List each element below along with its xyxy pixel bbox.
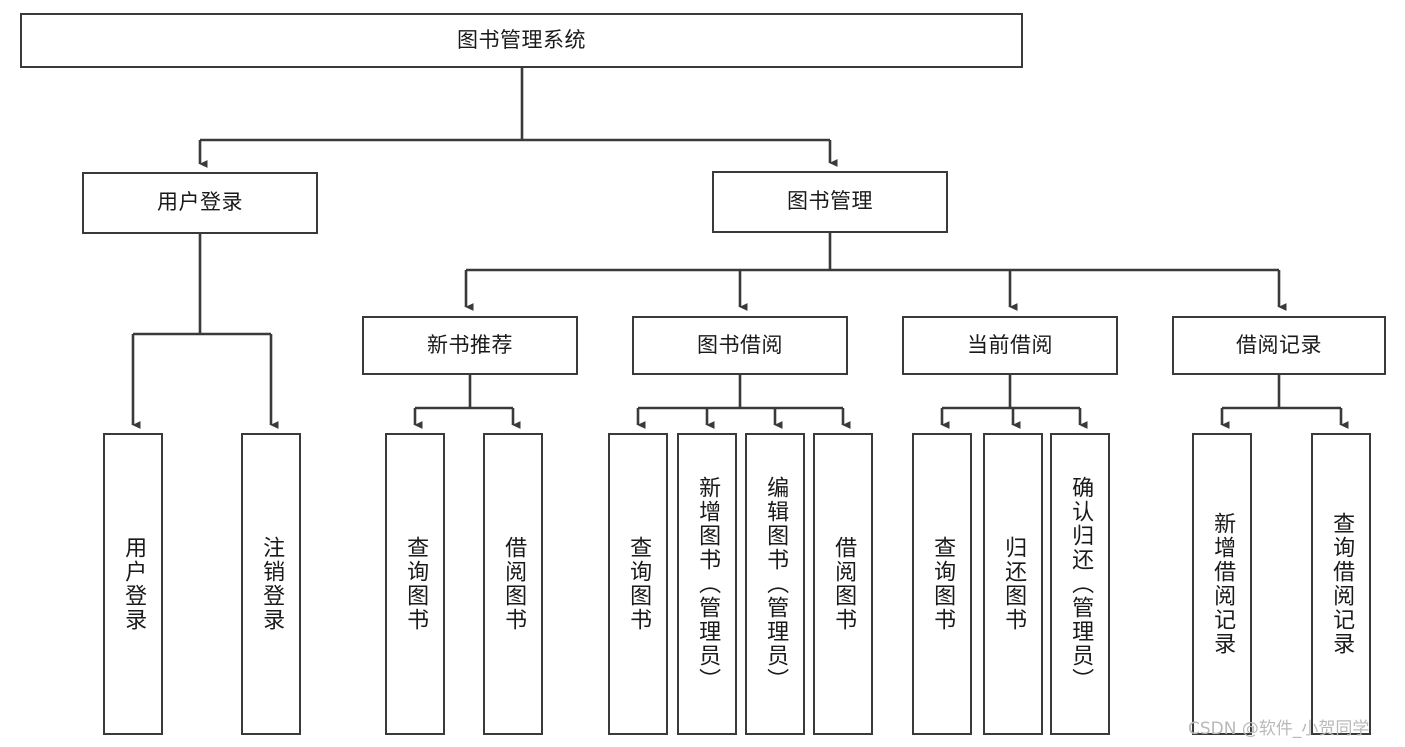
node-root-label: 图书管理系统: [457, 27, 586, 52]
node-user-logout-label: 注销登录: [259, 536, 285, 632]
node-new-book-rec[interactable]: 新书推荐: [362, 316, 578, 375]
node-add-borrow-record-label: 新增借阅记录: [1210, 512, 1236, 656]
node-user-login-do[interactable]: 用户登录: [103, 433, 163, 735]
node-user-login-do-label: 用户登录: [121, 536, 147, 632]
node-query-book-2-label: 查询图书: [626, 536, 652, 632]
node-borrow-book-2[interactable]: 借阅图书: [813, 433, 873, 735]
node-borrow-book-1-label: 借阅图书: [501, 536, 527, 632]
node-user-login-label: 用户登录: [157, 190, 243, 215]
node-confirm-return[interactable]: 确认归还（管理员）: [1050, 433, 1110, 735]
node-confirm-return-label: 确认归还（管理员）: [1068, 476, 1094, 692]
node-current-borrow-label: 当前借阅: [967, 332, 1053, 357]
node-return-book-label: 归还图书: [1001, 536, 1027, 632]
node-return-book[interactable]: 归还图书: [983, 433, 1043, 735]
node-book-borrow[interactable]: 图书借阅: [632, 316, 848, 375]
node-query-borrow-record-label: 查询借阅记录: [1329, 512, 1355, 656]
node-user-logout[interactable]: 注销登录: [241, 433, 301, 735]
node-query-book-1[interactable]: 查询图书: [385, 433, 445, 735]
node-query-book-3[interactable]: 查询图书: [912, 433, 972, 735]
node-borrow-book-1[interactable]: 借阅图书: [483, 433, 543, 735]
node-borrow-book-2-label: 借阅图书: [831, 536, 857, 632]
node-edit-book-label: 编辑图书（管理员）: [763, 476, 789, 692]
watermark-text: CSDN @软件_小贺同学: [1188, 719, 1370, 739]
node-book-manage-label: 图书管理: [787, 189, 873, 214]
node-new-book-rec-label: 新书推荐: [427, 332, 513, 357]
node-borrow-record-label: 借阅记录: [1236, 332, 1322, 357]
node-query-book-1-label: 查询图书: [403, 536, 429, 632]
node-query-borrow-record[interactable]: 查询借阅记录: [1311, 433, 1371, 735]
node-add-book-label: 新增图书（管理员）: [695, 476, 721, 692]
node-edit-book[interactable]: 编辑图书（管理员）: [745, 433, 805, 735]
node-user-login[interactable]: 用户登录: [82, 172, 318, 234]
node-book-manage[interactable]: 图书管理: [712, 171, 948, 233]
node-borrow-record[interactable]: 借阅记录: [1172, 316, 1386, 375]
node-current-borrow[interactable]: 当前借阅: [902, 316, 1118, 375]
node-root[interactable]: 图书管理系统: [20, 13, 1023, 68]
node-query-book-3-label: 查询图书: [930, 536, 956, 632]
node-query-book-2[interactable]: 查询图书: [608, 433, 668, 735]
node-add-borrow-record[interactable]: 新增借阅记录: [1192, 433, 1252, 735]
node-add-book[interactable]: 新增图书（管理员）: [677, 433, 737, 735]
node-book-borrow-label: 图书借阅: [697, 332, 783, 357]
